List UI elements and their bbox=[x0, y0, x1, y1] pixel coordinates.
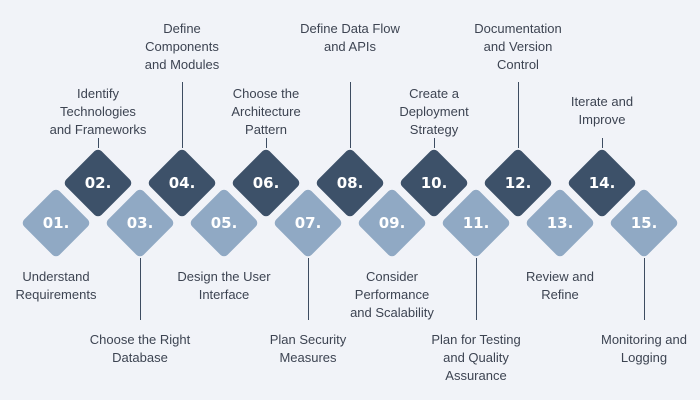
step-number: 01. bbox=[42, 214, 70, 232]
step-label: Plan Security Measures bbox=[269, 332, 347, 365]
connector-line bbox=[518, 82, 519, 148]
step-label: Choose the Right Database bbox=[89, 332, 191, 365]
step-number: 06. bbox=[252, 174, 280, 192]
step-diamond-06: 06. bbox=[230, 147, 302, 219]
step-number: 13. bbox=[546, 214, 574, 232]
connector-line bbox=[98, 138, 99, 148]
step-label: Monitoring and Logging bbox=[601, 332, 687, 365]
connector-line bbox=[140, 258, 141, 320]
step-number: 07. bbox=[294, 214, 322, 232]
step-label: Design the User Interface bbox=[177, 269, 271, 302]
step-diamond-08: 08. bbox=[314, 147, 386, 219]
connector-line bbox=[266, 138, 267, 148]
step-label: Review and Refine bbox=[526, 269, 594, 302]
connector-line bbox=[308, 258, 309, 320]
step-label: Define Data Flow and APIs bbox=[300, 21, 400, 54]
step-label: Documentation and Version Control bbox=[474, 21, 562, 72]
step-number: 05. bbox=[210, 214, 238, 232]
step-label: Iterate and Improve bbox=[570, 94, 634, 127]
step-number: 12. bbox=[504, 174, 532, 192]
connector-line bbox=[476, 258, 477, 320]
step-diamond-05: 05. bbox=[188, 187, 260, 259]
connector-line bbox=[602, 138, 603, 148]
step-diamond-13: 13. bbox=[524, 187, 596, 259]
step-diamond-04: 04. bbox=[146, 147, 218, 219]
step-diamond-15: 15. bbox=[608, 187, 680, 259]
step-diamond-07: 07. bbox=[272, 187, 344, 259]
step-label: Plan for Testing and Quality Assurance bbox=[431, 332, 521, 383]
step-diamond-02: 02. bbox=[62, 147, 134, 219]
step-diamond-01: 01. bbox=[20, 187, 92, 259]
step-number: 08. bbox=[336, 174, 364, 192]
step-number: 09. bbox=[378, 214, 406, 232]
step-label: Create a Deployment Strategy bbox=[399, 86, 469, 137]
step-diamond-03: 03. bbox=[104, 187, 176, 259]
connector-line bbox=[644, 258, 645, 320]
connector-line bbox=[434, 138, 435, 148]
connector-line bbox=[182, 82, 183, 148]
step-number: 02. bbox=[84, 174, 112, 192]
step-label: Consider Performance and Scalability bbox=[350, 269, 434, 320]
step-number: 15. bbox=[630, 214, 658, 232]
step-label: Define Components and Modules bbox=[144, 21, 220, 72]
step-number: 03. bbox=[126, 214, 154, 232]
step-diamond-11: 11. bbox=[440, 187, 512, 259]
connector-line bbox=[350, 82, 351, 148]
step-diamond-09: 09. bbox=[356, 187, 428, 259]
step-number: 11. bbox=[462, 214, 490, 232]
step-label: Understand Requirements bbox=[15, 269, 97, 302]
step-number: 04. bbox=[168, 174, 196, 192]
step-label: Identify Technologies and Frameworks bbox=[49, 86, 147, 137]
step-diamond-14: 14. bbox=[566, 147, 638, 219]
step-number: 10. bbox=[420, 174, 448, 192]
step-label: Choose the Architecture Pattern bbox=[231, 86, 301, 137]
step-number: 14. bbox=[588, 174, 616, 192]
step-diamond-12: 12. bbox=[482, 147, 554, 219]
step-diamond-10: 10. bbox=[398, 147, 470, 219]
